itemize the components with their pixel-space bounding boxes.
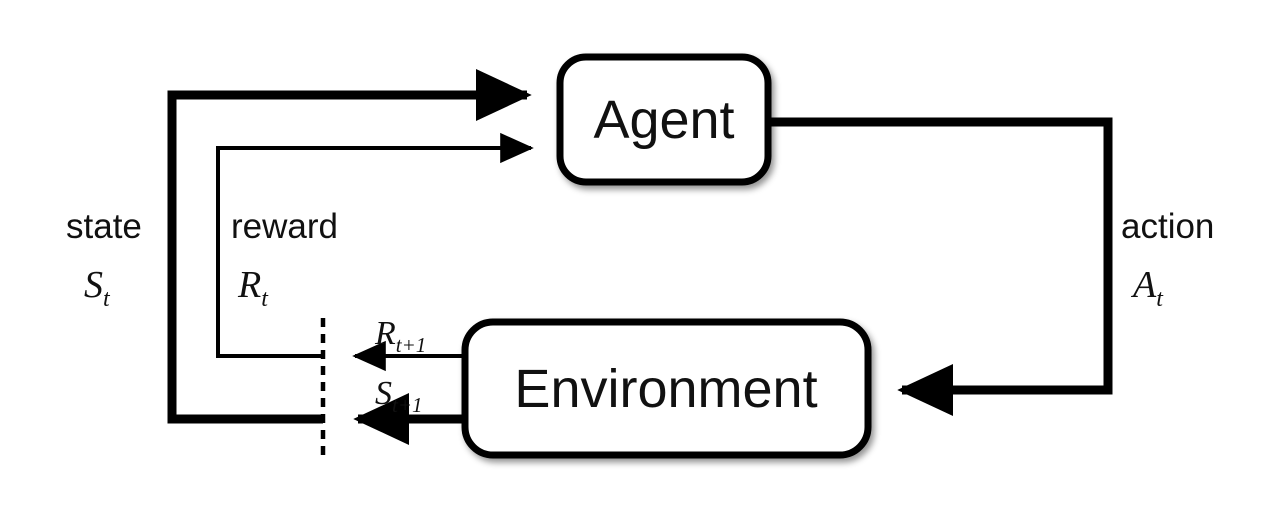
state-symbol-label: St [84, 264, 111, 312]
reward-next-symbol-label: Rt+1 [374, 315, 426, 357]
action-symbol-label: At [1130, 264, 1164, 312]
label-reward-next: Rt+1 [374, 315, 426, 357]
environment-label: Environment [514, 359, 817, 419]
label-reward: reward Rt [231, 207, 338, 312]
reward-word-label: reward [231, 207, 338, 246]
edge-state [167, 68, 532, 424]
label-state-next: St+1 [375, 375, 423, 417]
reward-symbol-label: Rt [237, 264, 269, 312]
node-agent[interactable]: Agent [556, 53, 772, 186]
state-word-label: state [66, 207, 142, 246]
environment-box[interactable] [461, 318, 872, 459]
reward-arrow-path [216, 132, 534, 358]
state-arrow-path [167, 68, 532, 424]
edge-reward [216, 132, 534, 358]
state-next-symbol-label: St+1 [375, 375, 423, 417]
agent-label: Agent [593, 90, 734, 150]
label-action: action At [1121, 207, 1214, 312]
action-arrow-path [768, 117, 1113, 417]
label-state: state St [66, 207, 142, 312]
agent-box[interactable] [556, 53, 772, 186]
edge-action [768, 117, 1113, 417]
node-environment[interactable]: Environment [461, 318, 872, 459]
action-word-label: action [1121, 207, 1214, 246]
